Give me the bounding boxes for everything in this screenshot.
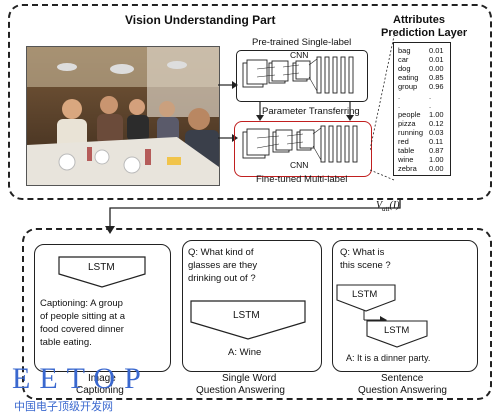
attribute-value: 0.01 xyxy=(429,46,444,55)
finetuned-cnn-box xyxy=(234,121,372,177)
attribute-name: car xyxy=(398,55,409,65)
single-word-lstm-label: LSTM xyxy=(233,310,260,321)
sentence-footer-line2: Question Answering xyxy=(358,385,447,396)
single-word-footer-line2: Question Answering xyxy=(196,385,285,396)
vision-understanding-panel xyxy=(8,4,492,200)
attribute-name: bag xyxy=(398,46,411,55)
attribute-value: 0.00 xyxy=(429,164,444,174)
captioning-lstm-label: LSTM xyxy=(88,262,115,273)
photo-to-cnn-arrows xyxy=(218,81,238,142)
attribute-name: group xyxy=(398,82,418,92)
sentence-question-line: Q: What is xyxy=(340,247,385,258)
single-word-footer-line1: Single Word xyxy=(222,373,277,384)
attribute-value: 0.85 xyxy=(429,73,444,83)
attribute-name: people xyxy=(398,109,421,119)
pretrained-cnn-box xyxy=(236,50,368,102)
watermark-brand: EETOP xyxy=(12,362,150,395)
cnn-to-attributes-lines xyxy=(370,35,395,181)
single-word-question-line: drinking out of ? xyxy=(188,273,256,284)
attribute-value: 0.96 xyxy=(429,82,444,92)
tasks-panel xyxy=(22,228,492,400)
attribute-name: wine xyxy=(398,155,414,165)
sentence-lstm-top-label: LSTM xyxy=(352,289,378,300)
attribute-value: 1.00 xyxy=(429,109,444,119)
single-word-question-line: glasses are they xyxy=(188,260,258,271)
captioning-lstm-shape xyxy=(58,256,146,288)
sentence-footer-line1: Sentence xyxy=(381,373,424,384)
finetuned-cnn-icon xyxy=(242,125,358,163)
attributes-title-line2: Prediction Layer xyxy=(381,27,468,39)
attribute-value: 0.11 xyxy=(429,137,444,146)
attribute-value: 0.12 xyxy=(429,118,444,128)
attribute-name: table xyxy=(398,146,415,156)
attribute-value: 0.00 xyxy=(429,64,444,74)
pretrained-label: Pre-trained Single-label xyxy=(252,37,352,48)
sentence-question-line: this scene ? xyxy=(340,260,391,271)
captioning-text-line: food covered dinner xyxy=(40,324,124,335)
attribute-name: eating xyxy=(398,73,419,83)
attribute-value: 1.00 xyxy=(429,155,444,165)
sentence-lstm-bottom-label: LSTM xyxy=(384,325,410,336)
attribute-name: pizza xyxy=(398,118,416,128)
single-word-question-line: Q: What kind of xyxy=(188,247,254,258)
vatt-argument: (I) xyxy=(389,200,400,211)
vatt-subscript: att xyxy=(382,205,390,213)
captioning-footer-line1: Image xyxy=(88,373,116,384)
sentence-lstm-bottom-shape xyxy=(366,320,428,348)
attribute-name: . xyxy=(398,91,401,101)
finetuned-label: Fine-tuned Multi-label xyxy=(256,174,348,185)
vatt-main: V xyxy=(376,200,383,211)
attribute-name: running xyxy=(398,127,424,137)
attribute-value: . xyxy=(429,100,432,110)
attribute-name: dog xyxy=(398,64,411,74)
single-word-lstm-shape xyxy=(190,300,306,340)
pretrained-cnn-icon xyxy=(242,56,354,94)
attributes-table: bag 0.01 car 0.01 dog 0.00 eating 0.85 group 0.96… xyxy=(393,42,451,176)
cnn-top-label: CNN xyxy=(290,50,309,60)
vatt-label: Vatt(I) xyxy=(376,200,400,213)
attribute-name: red xyxy=(398,137,409,146)
attribute-name: . xyxy=(398,100,401,110)
captioning-text-line: Captioning: A group xyxy=(40,298,123,309)
param-transfer-label: Parameter Transferring xyxy=(262,106,360,117)
dinner-scene-image xyxy=(27,47,219,185)
attribute-value: . xyxy=(429,91,432,101)
vision-title: Vision Understanding Part xyxy=(125,13,276,27)
attributes-title-line1: Attributes xyxy=(393,14,445,26)
attribute-value: 0.01 xyxy=(429,55,444,65)
sentence-answer: A: It is a dinner party. xyxy=(346,353,431,363)
captioning-text-line: of people sitting at a xyxy=(40,311,126,322)
watermark-subtitle: 中国电子顶级开发网 xyxy=(14,400,113,413)
single-word-answer: A: Wine xyxy=(228,347,262,358)
cnn-bottom-label: CNN xyxy=(290,160,309,170)
attribute-value: 0.03 xyxy=(429,127,444,137)
captioning-text-line: table eating. xyxy=(40,337,92,348)
captioning-footer-line2: Captioning xyxy=(76,385,124,396)
dinner-photo xyxy=(26,46,220,186)
parameter-transfer-arrows xyxy=(256,102,354,121)
attribute-value: 0.87 xyxy=(429,146,444,156)
attribute-name: zebra xyxy=(398,164,417,174)
sentence-lstm-top-shape xyxy=(336,284,396,312)
